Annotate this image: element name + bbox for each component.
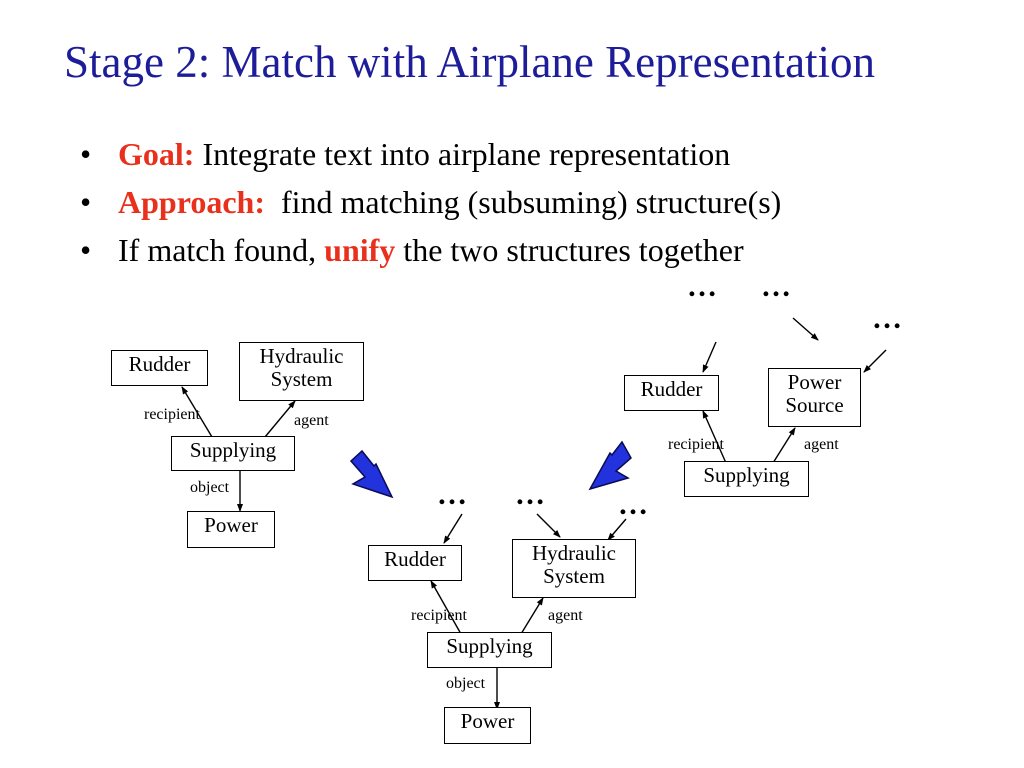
center-object-label: object [446,675,486,692]
unify-text-after: the two structures together [395,232,744,268]
center-ellipsis-2: … [515,478,546,511]
left-recipient-label: recipient [144,406,200,423]
bullet-goal: • Goal: Integrate text into airplane rep… [80,130,781,178]
right-ellipsis-edge-2 [792,317,819,341]
bullet-marker: • [80,232,92,268]
unify-keyword: unify [324,232,396,268]
goal-keyword: Goal: [118,136,195,172]
right-ellipsis-edge-3 [863,349,887,373]
center-agent-label: agent [548,607,583,624]
bullet-marker: • [80,136,92,172]
bullet-marker: • [80,184,92,220]
center-supplying-node: Supplying [427,632,552,668]
left-supplying-node: Supplying [171,436,295,471]
right-agent-edge [772,427,796,464]
right-ellipsis-3: … [872,302,903,335]
center-ellipsis-1: … [437,478,468,511]
right-agent-label: agent [804,436,839,453]
approach-keyword: Approach: [118,184,265,220]
goal-text: Integrate text into airplane representat… [194,136,731,172]
left-recipient-edge [181,386,213,438]
center-recipient-edge [430,580,462,635]
center-agent-edge [520,597,544,635]
left-object-label: object [190,479,230,496]
slide-title: Stage 2: Match with Airplane Representat… [64,37,876,87]
center-rudder-node: Rudder [368,545,462,581]
center-ellipsis-edge-2 [536,513,561,538]
left-agent-label: agent [294,412,329,429]
merge-arrow-left-icon [349,449,394,499]
left-rudder-node: Rudder [111,350,208,386]
right-ellipsis-edge-1 [702,341,717,373]
left-agent-edge [264,400,296,438]
center-recipient-label: recipient [411,607,467,624]
right-ellipsis-1: … [687,270,718,303]
left-power-node: Power [187,511,275,548]
center-ellipsis-edge-3 [607,518,627,541]
right-recipient-edge [702,410,727,464]
center-hydraulic-system-node: Hydraulic System [512,539,636,598]
right-rudder-node: Rudder [624,375,719,411]
center-ellipsis-3: … [618,488,649,521]
center-power-node: Power [444,707,531,744]
right-ellipsis-2: … [761,270,792,303]
unify-text-before: If match found, [118,232,325,268]
bullet-unify: • If match found, unify the two structur… [80,226,781,274]
bullet-list: • Goal: Integrate text into airplane rep… [80,130,781,274]
approach-text: find matching (subsuming) structure(s) [264,184,782,220]
right-supplying-node: Supplying [684,461,809,497]
merge-arrow-right-icon [588,440,632,491]
right-power-source-node: Power Source [768,368,861,427]
left-hydraulic-system-node: Hydraulic System [239,342,364,401]
center-ellipsis-edge-1 [443,513,463,544]
bullet-approach: • Approach: find matching (subsuming) st… [80,178,781,226]
right-recipient-label: recipient [668,436,724,453]
